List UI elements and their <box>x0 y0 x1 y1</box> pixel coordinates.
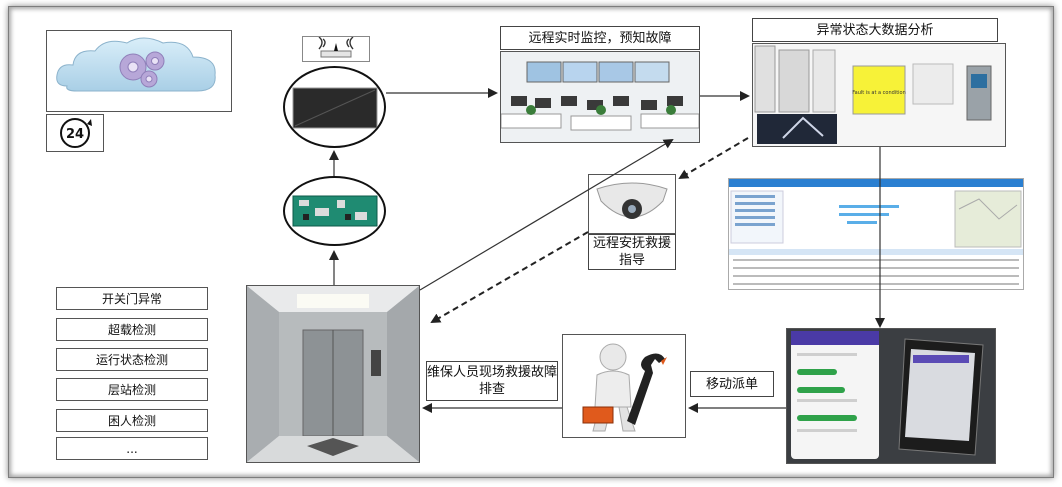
dome-camera-icon <box>596 182 668 219</box>
dtu-device-image <box>292 87 378 129</box>
analysis-software-image: Fault is at a condition <box>753 44 1005 146</box>
onsite-rescue-label: 维保人员现场救援故障排查 <box>426 361 558 401</box>
clock-text: 24 <box>66 127 84 142</box>
feature-item: 层站检测 <box>56 378 208 401</box>
worker-panel <box>562 334 686 438</box>
camera-panel <box>588 174 676 234</box>
monitor-center-photo <box>500 51 700 143</box>
control-room-image <box>500 52 700 142</box>
feature-item: 困人检测 <box>56 409 208 432</box>
24-hour-clock-icon: 24 <box>60 118 92 148</box>
feature-item: ... <box>56 437 208 460</box>
phone-photo <box>786 328 996 464</box>
remote-monitor-label: 远程实时监控，预知故障 <box>500 26 700 50</box>
elevator-image <box>247 286 419 462</box>
arrow-camera-to-elevator <box>430 231 589 323</box>
wireless-router-icon <box>318 36 354 58</box>
mobile-dispatch-label: 移动派单 <box>690 371 774 397</box>
feature-item: 超载检测 <box>56 318 208 341</box>
dashboard-screenshot <box>728 178 1024 290</box>
router-panel <box>302 36 370 62</box>
arrow-elevator-to-monitor <box>419 138 674 291</box>
big-data-label: 异常状态大数据分析 <box>752 18 998 42</box>
circuit-board-image <box>292 195 378 227</box>
mobile-app-image <box>787 329 995 463</box>
elevator-photo <box>246 285 420 463</box>
circuit-board-circle <box>283 176 386 246</box>
maintenance-worker-icon <box>582 343 667 432</box>
feature-item: 运行状态检测 <box>56 348 208 371</box>
arrow-bigdata-to-camera <box>678 137 749 180</box>
cloud-gears-icon <box>56 37 216 92</box>
popup-text: Fault is at a condition <box>852 90 906 96</box>
cloud-panel <box>46 30 232 112</box>
big-data-screenshot: Fault is at a condition <box>752 43 1006 147</box>
feature-item: 开关门异常 <box>56 287 208 310</box>
dtu-device-circle <box>283 66 386 148</box>
dispatch-dashboard-image <box>729 179 1023 289</box>
remote-rescue-label: 远程安抚救援指导 <box>588 234 676 270</box>
clock-panel: 24 <box>46 114 104 152</box>
